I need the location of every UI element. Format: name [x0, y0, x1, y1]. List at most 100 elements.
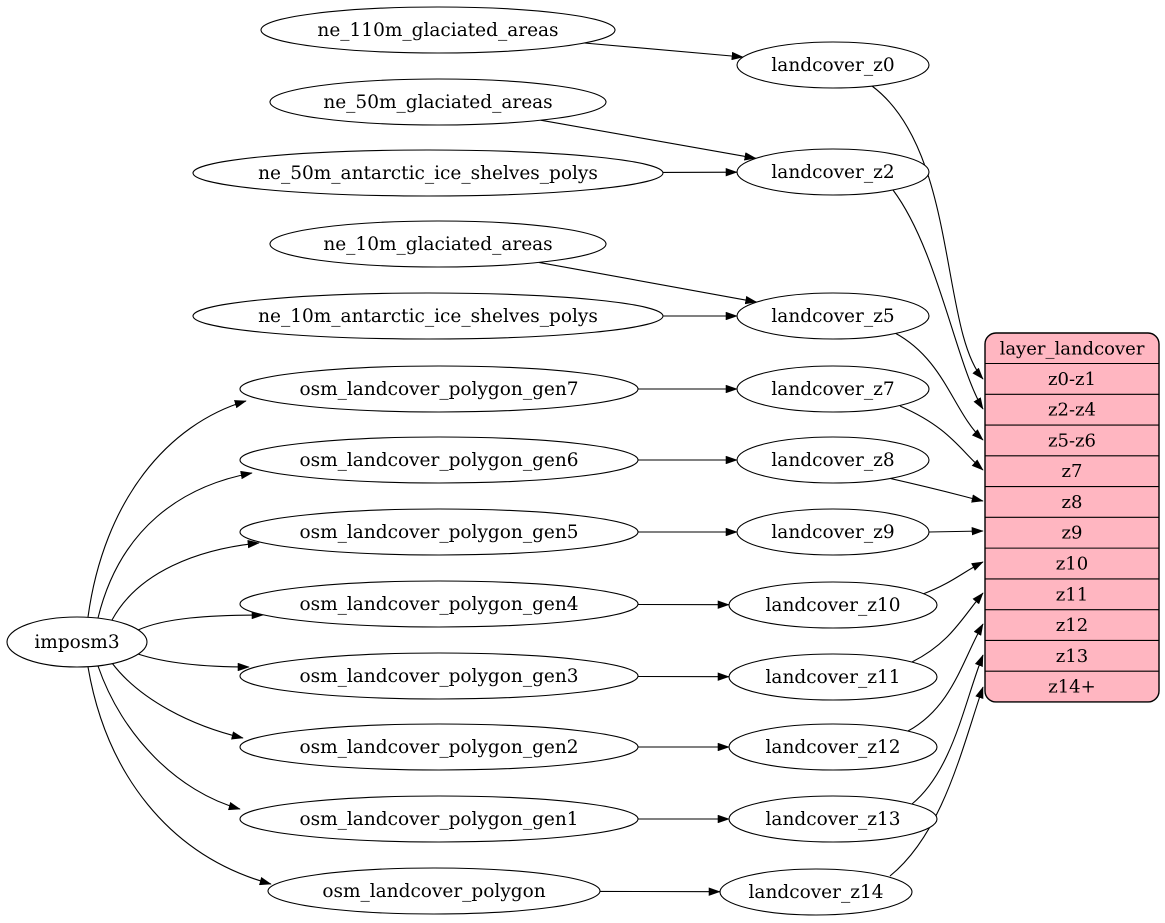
- edge-landcover_z11--layer_landcover: [911, 592, 984, 663]
- record-row-z14+: z14+: [1048, 677, 1095, 698]
- edge-landcover_z9--layer_landcover: [928, 527, 984, 536]
- node-shape-landcover_z14: [719, 868, 913, 916]
- node-label-landcover_z10: landcover_z10: [766, 595, 901, 616]
- node-shape-ne_110m_glaciated_areas: [260, 6, 616, 54]
- node-shape-landcover_z10: [728, 581, 938, 629]
- node-label-ne_10m_antarctic_ice_shelves_polys: ne_10m_antarctic_ice_shelves_polys: [258, 306, 598, 327]
- node-shape-landcover_z13: [728, 795, 938, 843]
- edge-imposm3--osm_landcover_polygon: [87, 666, 272, 886]
- node-osm_landcover_polygon_gen1: osm_landcover_polygon_gen1: [239, 795, 639, 843]
- record-row-z2-z4: z2-z4: [1048, 400, 1096, 421]
- edge-imposm3--osm_landcover_polygon_gen5: [111, 539, 260, 621]
- edge-landcover_z12--layer_landcover: [907, 623, 984, 732]
- node-shape-osm_landcover_polygon: [267, 867, 601, 915]
- edge-imposm3--osm_landcover_polygon_gen2: [111, 662, 244, 740]
- record-row-z11: z11: [1056, 584, 1088, 605]
- node-shape-osm_landcover_polygon_gen2: [239, 723, 639, 771]
- node-label-landcover_z8: landcover_z8: [771, 450, 894, 471]
- edges-layer: [87, 42, 984, 896]
- edge-ne_50m_glaciated_areas--landcover_z2: [540, 119, 757, 161]
- node-osm_landcover_polygon_gen4: osm_landcover_polygon_gen4: [239, 580, 639, 628]
- node-shape-ne_10m_antarctic_ice_shelves_polys: [192, 292, 664, 340]
- node-ne_110m_glaciated_areas: ne_110m_glaciated_areas: [260, 6, 616, 54]
- node-label-landcover_z12: landcover_z12: [766, 737, 901, 758]
- node-osm_landcover_polygon_gen7: osm_landcover_polygon_gen7: [239, 365, 639, 413]
- node-label-landcover_z14: landcover_z14: [749, 882, 884, 903]
- node-shape-landcover_z5: [736, 292, 930, 340]
- node-ne_10m_glaciated_areas: ne_10m_glaciated_areas: [269, 220, 607, 268]
- edge-landcover_z14--layer_landcover: [889, 686, 984, 877]
- node-shape-landcover_z11: [728, 653, 938, 701]
- node-label-ne_50m_antarctic_ice_shelves_polys: ne_50m_antarctic_ice_shelves_polys: [258, 163, 598, 184]
- edge-landcover_z7--layer_landcover: [899, 405, 984, 471]
- node-shape-osm_landcover_polygon_gen6: [239, 436, 639, 484]
- edge-imposm3--osm_landcover_polygon_gen3: [137, 653, 250, 672]
- node-label-landcover_z0: landcover_z0: [771, 55, 894, 76]
- node-label-landcover_z7: landcover_z7: [771, 379, 894, 400]
- node-landcover_z11: landcover_z11: [728, 653, 938, 701]
- edge-ne_110m_glaciated_areas--landcover_z0: [584, 42, 744, 61]
- node-osm_landcover_polygon_gen5: osm_landcover_polygon_gen5: [239, 508, 639, 556]
- record-title: layer_landcover: [1000, 338, 1145, 359]
- edge-imposm3--osm_landcover_polygon_gen1: [97, 665, 241, 811]
- record-row-z5-z6: z5-z6: [1048, 430, 1096, 451]
- node-label-osm_landcover_polygon_gen2: osm_landcover_polygon_gen2: [299, 737, 578, 758]
- node-shape-landcover_z0: [736, 41, 930, 89]
- node-shape-landcover_z7: [736, 365, 930, 413]
- node-shape-landcover_z2: [736, 148, 930, 196]
- edge-imposm3--osm_landcover_polygon_gen4: [137, 610, 264, 631]
- node-shape-osm_landcover_polygon_gen4: [239, 580, 639, 628]
- node-label-landcover_z9: landcover_z9: [771, 522, 894, 543]
- record-row-z8: z8: [1062, 492, 1083, 513]
- edge-landcover_z0--layer_landcover: [871, 85, 984, 380]
- node-landcover_z12: landcover_z12: [728, 723, 938, 771]
- node-label-landcover_z5: landcover_z5: [771, 306, 894, 327]
- edge-landcover_z2--layer_landcover: [892, 189, 984, 410]
- node-label-ne_110m_glaciated_areas: ne_110m_glaciated_areas: [317, 20, 558, 41]
- node-landcover_z7: landcover_z7: [736, 365, 930, 413]
- node-imposm3: imposm3: [6, 616, 148, 668]
- nodes-layer: imposm3 ne_110m_glaciated_areas ne_50m_gla…: [6, 6, 938, 916]
- node-label-landcover_z13: landcover_z13: [766, 809, 901, 830]
- node-label-osm_landcover_polygon_gen1: osm_landcover_polygon_gen1: [299, 809, 578, 830]
- node-label-imposm3: imposm3: [34, 632, 119, 653]
- node-osm_landcover_polygon_gen6: osm_landcover_polygon_gen6: [239, 436, 639, 484]
- node-osm_landcover_polygon_gen2: osm_landcover_polygon_gen2: [239, 723, 639, 771]
- node-label-osm_landcover_polygon: osm_landcover_polygon: [322, 881, 545, 902]
- node-label-osm_landcover_polygon_gen6: osm_landcover_polygon_gen6: [299, 450, 578, 471]
- edge-imposm3--osm_landcover_polygon_gen7: [87, 400, 247, 618]
- node-shape-landcover_z8: [736, 436, 930, 484]
- record-row-z9: z9: [1062, 523, 1083, 544]
- node-shape-ne_50m_antarctic_ice_shelves_polys: [192, 149, 664, 197]
- record-row-z7: z7: [1062, 461, 1083, 482]
- node-landcover_z0: landcover_z0: [736, 41, 930, 89]
- node-layer_landcover: layer_landcoverz0-z1z2-z4z5-z6z7z8z9z10z…: [984, 332, 1160, 703]
- node-label-osm_landcover_polygon_gen7: osm_landcover_polygon_gen7: [299, 379, 578, 400]
- node-shape-osm_landcover_polygon_gen7: [239, 365, 639, 413]
- node-osm_landcover_polygon_gen3: osm_landcover_polygon_gen3: [239, 652, 639, 700]
- record-row-z12: z12: [1056, 615, 1088, 636]
- record-row-z0-z1: z0-z1: [1048, 369, 1096, 390]
- record-layer: layer_landcoverz0-z1z2-z4z5-z6z7z8z9z10z…: [984, 332, 1160, 703]
- edge-imposm3--osm_landcover_polygon_gen6: [97, 470, 253, 619]
- node-label-osm_landcover_polygon_gen5: osm_landcover_polygon_gen5: [299, 522, 578, 543]
- edge-ne_10m_glaciated_areas--landcover_z5: [538, 261, 758, 305]
- node-shape-landcover_z12: [728, 723, 938, 771]
- edge-landcover_z5--layer_landcover: [894, 332, 984, 441]
- node-label-ne_50m_glaciated_areas: ne_50m_glaciated_areas: [323, 92, 552, 113]
- node-label-landcover_z2: landcover_z2: [771, 162, 894, 183]
- edge-landcover_z13--layer_landcover: [911, 654, 984, 805]
- node-landcover_z5: landcover_z5: [736, 292, 930, 340]
- node-shape-imposm3: [6, 616, 148, 668]
- node-ne_10m_antarctic_ice_shelves_polys: ne_10m_antarctic_ice_shelves_polys: [192, 292, 664, 340]
- node-shape-osm_landcover_polygon_gen3: [239, 652, 639, 700]
- node-ne_50m_antarctic_ice_shelves_polys: ne_50m_antarctic_ice_shelves_polys: [192, 149, 664, 197]
- node-landcover_z10: landcover_z10: [728, 581, 938, 629]
- node-shape-ne_50m_glaciated_areas: [269, 78, 607, 126]
- node-label-osm_landcover_polygon_gen3: osm_landcover_polygon_gen3: [299, 666, 578, 687]
- edge-landcover_z10--layer_landcover: [922, 561, 984, 595]
- node-label-landcover_z11: landcover_z11: [766, 667, 901, 688]
- node-shape-landcover_z9: [736, 508, 930, 556]
